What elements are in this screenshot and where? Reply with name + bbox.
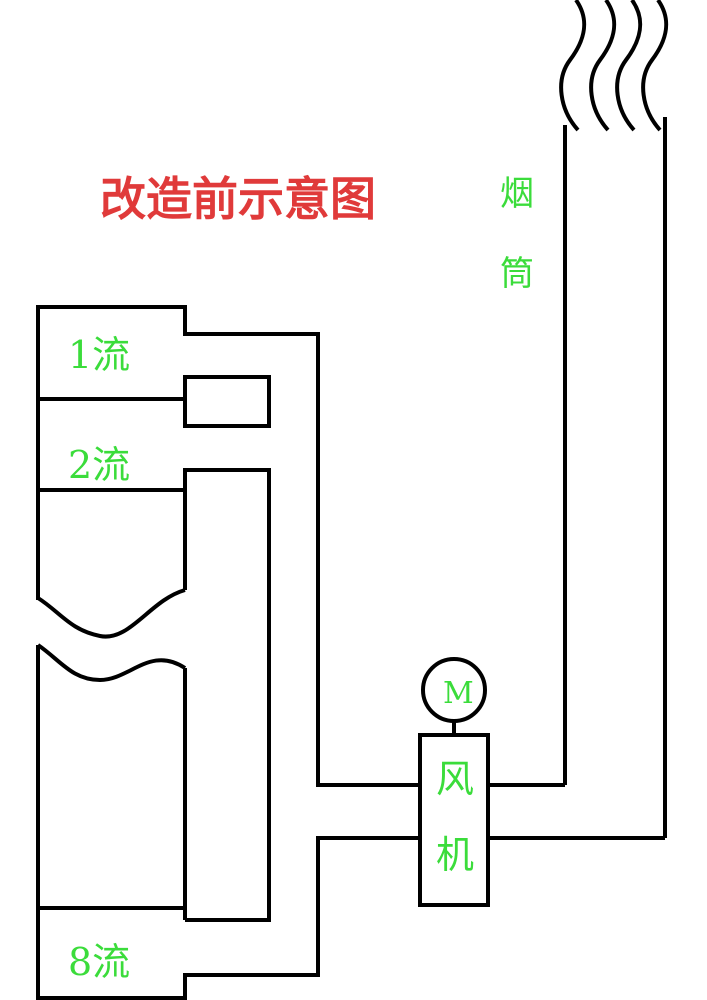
inner-duct bbox=[183, 468, 271, 922]
stream-1-box bbox=[183, 375, 271, 428]
furnace-structure bbox=[36, 305, 420, 1000]
smoke-line-4 bbox=[641, 0, 669, 132]
fan-outlets bbox=[488, 783, 665, 840]
chimney-label-bottom: 筒 bbox=[500, 254, 534, 294]
break-lower bbox=[36, 643, 187, 683]
fan-label-top: 风 bbox=[436, 757, 474, 801]
furnace-lower-left bbox=[36, 645, 420, 1000]
smoke-line-2 bbox=[589, 0, 617, 132]
stream-8-label: 8流 bbox=[68, 940, 130, 984]
furnace-top-outline bbox=[36, 305, 420, 787]
smoke-line-1 bbox=[559, 0, 587, 132]
fan-label-bottom: 机 bbox=[436, 833, 474, 877]
diagram-title: 改造前示意图 bbox=[100, 172, 376, 226]
smoke-lines bbox=[559, 0, 669, 132]
smoke-line-3 bbox=[615, 0, 643, 132]
stream-2-label: 2流 bbox=[68, 443, 130, 487]
stream-1-label: 1流 bbox=[68, 333, 130, 377]
motor-circle bbox=[421, 657, 487, 723]
motor-label: M bbox=[443, 676, 474, 711]
chimney bbox=[563, 117, 667, 838]
break-upper bbox=[36, 588, 186, 639]
chimney-label-top: 烟 bbox=[500, 174, 534, 214]
